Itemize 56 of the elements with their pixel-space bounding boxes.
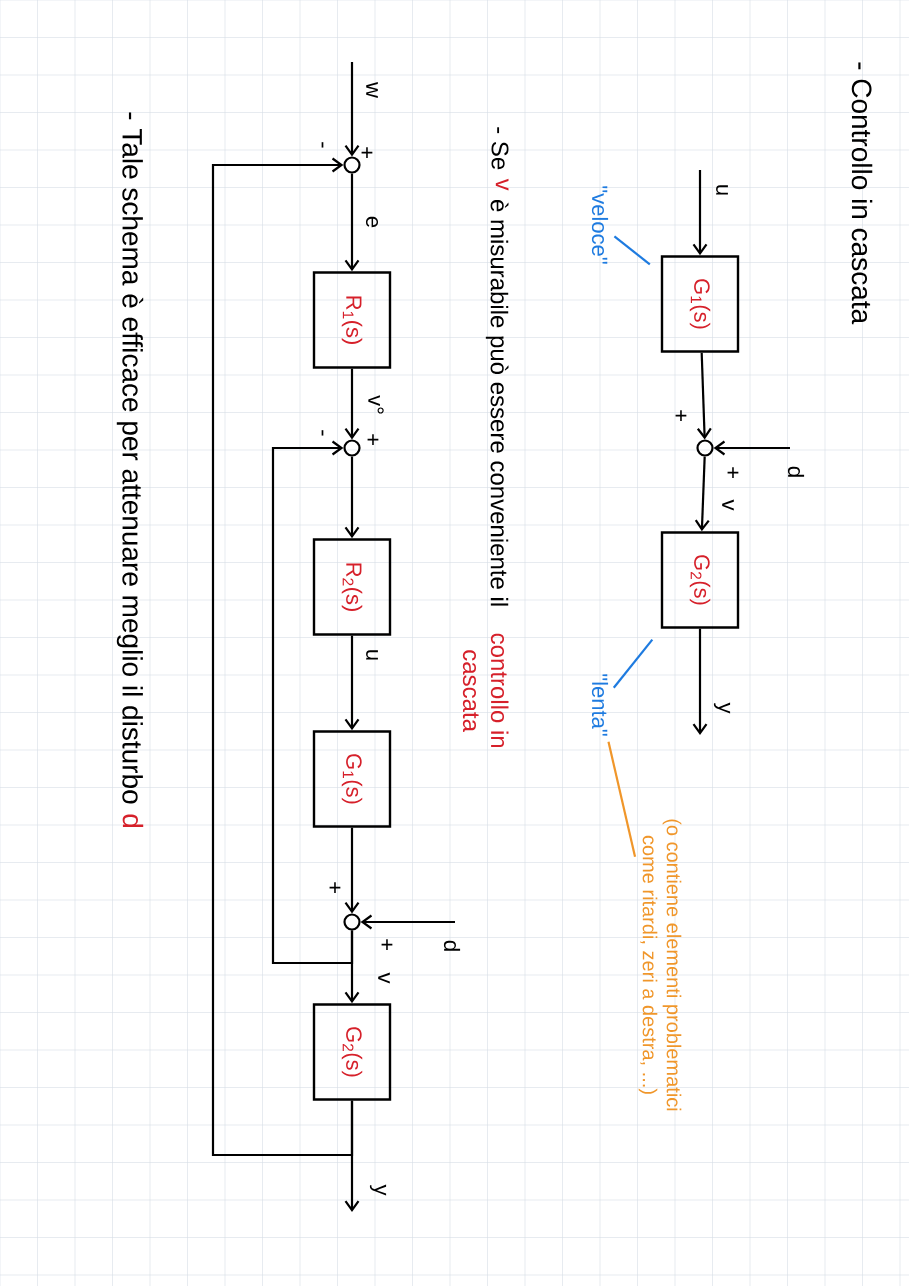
- arrow: [344, 173, 360, 272]
- signal-label: v: [378, 972, 390, 984]
- leader-line: [613, 235, 651, 266]
- signal-label: v: [722, 499, 734, 511]
- leader-line: [607, 741, 637, 858]
- feedback-arrow: [211, 157, 354, 1157]
- signal-label: d: [787, 466, 805, 477]
- summing-junction: [343, 156, 361, 174]
- heading: - Controllo in cascata: [851, 62, 873, 325]
- summing-junction: [343, 439, 361, 457]
- arrow: [692, 628, 708, 735]
- arrow: [344, 456, 360, 539]
- note-text: è misurabile può essere conveniente il: [485, 200, 509, 606]
- signal-label: y: [369, 1184, 387, 1196]
- sign-label: +: [381, 939, 393, 950]
- summing-junction: [696, 439, 714, 457]
- sign-label: +: [329, 882, 341, 893]
- signal-label: d: [443, 940, 461, 951]
- signal-label: w: [366, 82, 378, 98]
- signal-label: e: [365, 216, 379, 228]
- sign-label: +: [367, 434, 379, 445]
- transfer-block: R$_{1}$(s): [312, 271, 392, 369]
- note-text: - Tale schema è efficace per attenuare meglio il disturbo: [116, 112, 144, 804]
- arrow: [344, 368, 360, 440]
- annotation-text: "lenta": [591, 674, 609, 736]
- arrow: [360, 914, 455, 930]
- feedback-arrow: [271, 440, 354, 965]
- note-text: - Se: [491, 127, 509, 170]
- arrow: [692, 170, 708, 256]
- arrow: [344, 62, 360, 157]
- arrow: [713, 440, 790, 456]
- sign-label: +: [361, 147, 373, 158]
- sign-label: -: [321, 430, 324, 436]
- highlighted-text: v: [495, 178, 509, 191]
- signal-label: u: [716, 185, 728, 195]
- transfer-block: R$_{2}$(s): [312, 538, 392, 636]
- leader-line: [612, 638, 654, 689]
- arrow: [694, 456, 710, 532]
- sign-label: +: [675, 410, 687, 421]
- arrow: [344, 635, 360, 731]
- note-text: (o contiene elementi problematici come ritardi, zeri a destra, ...): [638, 819, 682, 1111]
- sign-label: +: [727, 467, 739, 478]
- signal-label: v°: [368, 395, 384, 414]
- signal-label: u: [366, 650, 378, 660]
- arrow: [696, 352, 712, 440]
- arrow: [344, 827, 360, 914]
- sign-label: -: [321, 142, 324, 148]
- summing-junction: [343, 913, 361, 931]
- transfer-block: G$_{2}$(s): [312, 1003, 392, 1101]
- transfer-block: G$_{1}$(s): [660, 255, 740, 353]
- transfer-block: G$_{2}$(s): [660, 531, 740, 629]
- annotation-text: "veloce": [591, 186, 609, 264]
- signal-label: y: [713, 702, 731, 714]
- highlighted-text: d: [122, 814, 144, 827]
- highlighted-text: controllo in cascata: [462, 633, 509, 748]
- transfer-block: G$_{1}$(s): [312, 730, 392, 828]
